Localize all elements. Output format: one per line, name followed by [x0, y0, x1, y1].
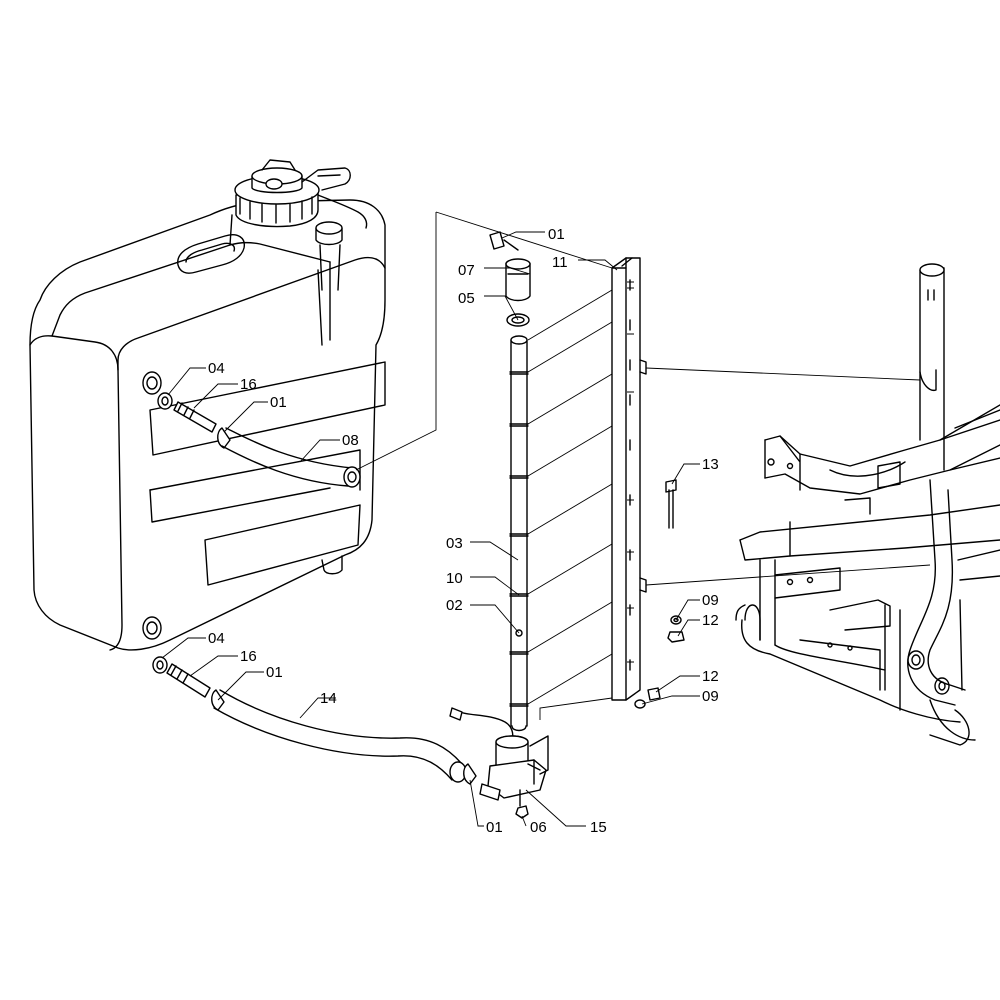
leader-bracket-frame-top	[645, 367, 921, 381]
clamp-01-top	[489, 231, 505, 250]
clamp-01-low	[211, 689, 225, 711]
upper-hose-assembly	[157, 392, 361, 488]
leader-bracket-top	[435, 211, 613, 269]
callout-03: 03	[446, 535, 463, 552]
callout-01-low: 01	[266, 664, 283, 681]
nipple-16-top	[173, 401, 217, 433]
callout-02: 02	[446, 597, 463, 614]
leader-bracket-frame-bottom	[645, 564, 931, 586]
float-02	[515, 629, 523, 637]
clamp-01-mid	[217, 427, 231, 449]
callout-01-mid: 01	[270, 394, 287, 411]
callout-04-top: 04	[208, 360, 225, 377]
callout-01-bot: 01	[486, 819, 503, 836]
clip-rails	[527, 289, 613, 705]
pump-15	[449, 707, 549, 807]
callout-16-bot: 16	[240, 648, 257, 665]
callout-12-bot: 12	[702, 668, 719, 685]
callout-05: 05	[458, 290, 475, 307]
tractor-frame	[735, 263, 1000, 746]
callout-15: 15	[590, 819, 607, 836]
bolt-13	[665, 479, 677, 493]
callout-09-top: 09	[702, 592, 719, 609]
callout-10: 10	[446, 570, 463, 587]
clamp-01-bottom	[463, 763, 477, 785]
callout-01-top: 01	[548, 226, 565, 243]
sight-tube-03	[489, 231, 531, 732]
callout-06: 06	[530, 819, 547, 836]
hose-08	[225, 427, 353, 469]
pump-wire	[459, 711, 514, 741]
callout-09-bot: 09	[702, 688, 719, 705]
callout-08: 08	[342, 432, 359, 449]
hose-14	[219, 689, 463, 765]
callout-07: 07	[458, 262, 475, 279]
leader-hose-08	[355, 212, 437, 471]
nut-12-top	[667, 631, 685, 643]
leader-lines	[161, 231, 700, 827]
callout-04-bot: 04	[208, 630, 225, 647]
callout-labels: 01 07 11 05 04 16 01 08 13 03 10 02 09 1…	[208, 226, 719, 836]
screw-06	[515, 805, 529, 819]
lower-hose-assembly	[152, 656, 477, 785]
hardware	[634, 479, 685, 709]
callout-11: 11	[552, 254, 568, 271]
nut-12-bottom	[647, 687, 661, 701]
callout-13: 13	[702, 456, 719, 473]
leader-bracket-bottom	[539, 697, 613, 720]
nipple-16-bottom	[166, 663, 211, 698]
callout-14: 14	[320, 690, 337, 707]
callout-12-top: 12	[702, 612, 719, 629]
washer-09-bottom	[634, 699, 646, 709]
seal-04-top	[157, 392, 173, 410]
callout-16-top: 16	[240, 376, 257, 393]
water-tank	[29, 159, 386, 651]
bracket-11	[611, 257, 647, 701]
seal-04-bottom	[152, 656, 168, 674]
